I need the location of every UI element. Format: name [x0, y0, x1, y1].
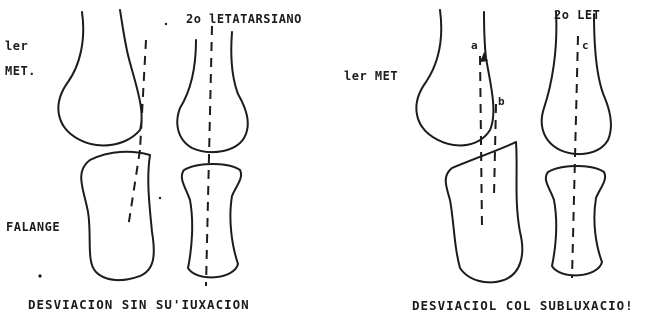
speck — [165, 23, 167, 25]
label-first-metatarsal-line2: MET. — [5, 65, 36, 77]
left-second-axis — [206, 26, 212, 286]
left-first-metatarsal — [58, 10, 141, 145]
right-second-phalanx — [546, 166, 605, 275]
label-second-met-right: 2o LET — [554, 9, 600, 21]
speck — [159, 197, 161, 199]
right-axis-a — [480, 56, 482, 228]
marker-b: b — [498, 96, 505, 107]
label-second-metatarsal: 2o lETATARSIANO — [186, 13, 302, 25]
right-first-phalanx — [446, 142, 523, 282]
marker-c: c — [582, 40, 589, 51]
speck — [38, 274, 41, 277]
caption-left: DESVIACION SIN SU'IUXACION — [28, 299, 250, 312]
label-phalanx: FALANGE — [6, 221, 60, 233]
left-second-phalanx — [182, 164, 241, 277]
marker-a: a — [471, 40, 478, 51]
label-first-met-right: ler MET — [344, 70, 398, 82]
caption-right: DESVIACIOL COL SUBLUXACIO! — [412, 300, 634, 313]
left-second-metatarsal — [177, 32, 247, 152]
left-first-phalanx-axis — [128, 150, 140, 228]
left-first-phalanx — [81, 152, 154, 280]
label-first-metatarsal-line1: ler — [5, 40, 28, 52]
right-first-metatarsal — [416, 10, 493, 145]
left-first-metatarsal-axis — [140, 40, 146, 150]
right-axis-c — [572, 36, 578, 278]
